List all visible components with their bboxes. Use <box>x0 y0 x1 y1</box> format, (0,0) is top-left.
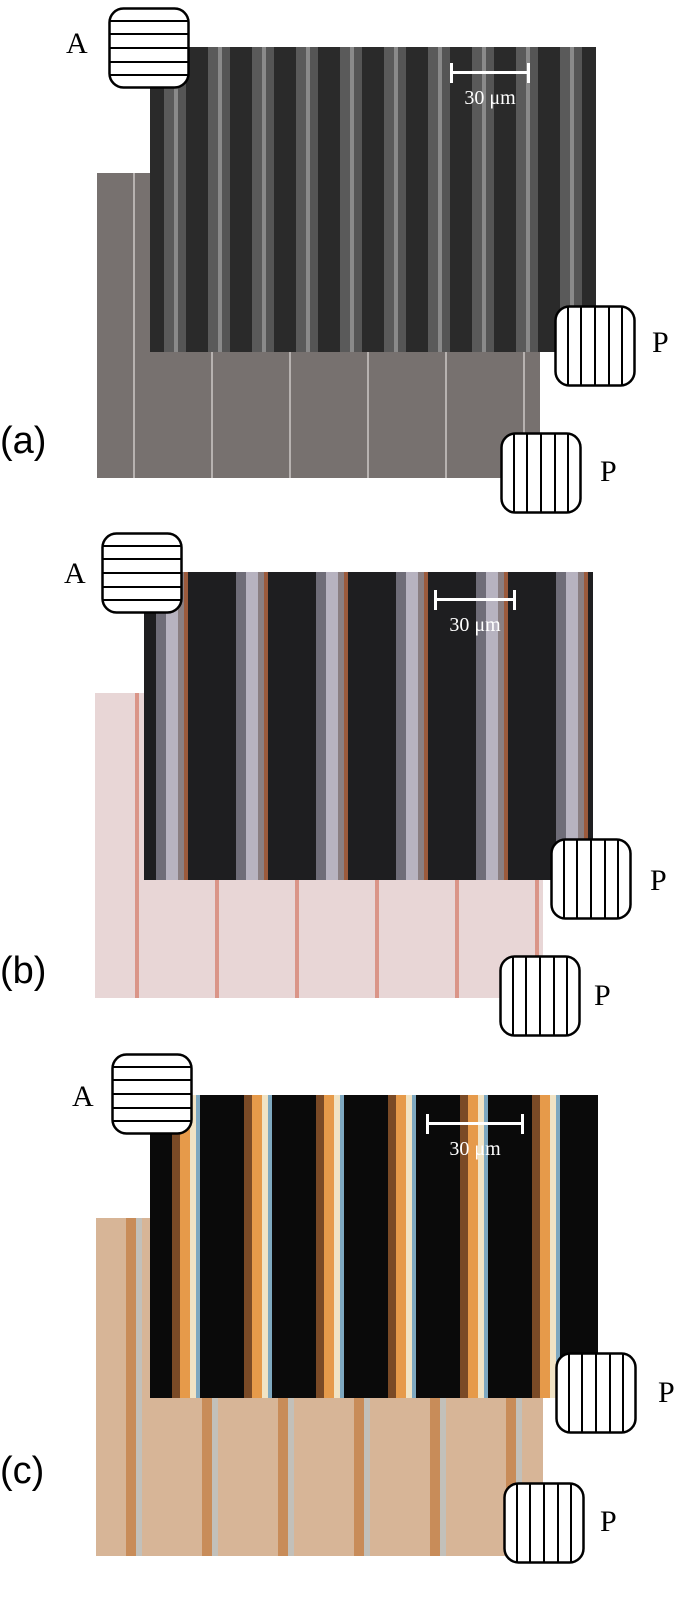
analyzer-label: A <box>64 557 86 590</box>
polarizer-vertical-icon <box>550 838 632 920</box>
micrograph-front <box>144 572 593 880</box>
polarizer-label: P <box>594 979 611 1012</box>
micrograph-front <box>150 47 596 352</box>
scale-bar-label: 30 μm <box>464 87 516 109</box>
polarizer-label: P <box>650 864 667 897</box>
analyzer-horizontal-icon <box>101 532 183 614</box>
scale-bar: 30 μm <box>426 1114 524 1164</box>
polarizer-vertical-icon <box>503 1482 585 1564</box>
polarizer-label: P <box>658 1376 675 1409</box>
micrograph-front <box>150 1095 598 1398</box>
analyzer-label: A <box>72 1080 94 1113</box>
scale-bar-label: 30 μm <box>449 614 501 636</box>
scale-bar: 30 μm <box>434 590 516 640</box>
panel-label: (c) <box>0 1450 45 1492</box>
scale-bar-label: 30 μm <box>449 1138 501 1160</box>
scale-bar: 30 μm <box>450 63 530 113</box>
polarizer-vertical-icon <box>554 305 636 387</box>
polarizer-label: P <box>652 326 669 359</box>
analyzer-horizontal-icon <box>111 1053 193 1135</box>
polarizer-vertical-icon <box>555 1352 637 1434</box>
analyzer-label: A <box>66 27 88 60</box>
panel-label: (b) <box>0 950 47 992</box>
polarizer-label: P <box>600 455 617 488</box>
panel-label: (a) <box>0 420 47 462</box>
analyzer-horizontal-icon <box>108 7 190 89</box>
panel-a: (a) 30 μm A P P <box>0 0 700 520</box>
panel-b: (b) 30 μm A P P <box>0 532 667 1037</box>
polarizer-vertical-icon <box>499 955 581 1037</box>
polarizer-label: P <box>600 1505 617 1538</box>
polarizer-vertical-icon <box>500 432 582 514</box>
